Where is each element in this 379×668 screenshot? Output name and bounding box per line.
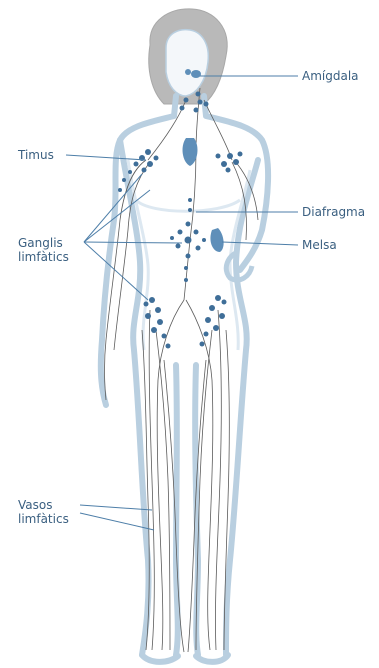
label-diafragma: Diafragma	[302, 205, 365, 219]
tonsil-left	[185, 69, 191, 75]
label-vasos-line1: Vasos	[18, 498, 69, 512]
label-ganglis-line1: Ganglis	[18, 236, 69, 250]
label-amigdala: Amígdala	[302, 69, 359, 83]
label-vasos-line2: limfàtics	[18, 512, 69, 526]
thymus	[183, 138, 198, 166]
label-melsa: Melsa	[302, 238, 337, 252]
tonsil	[191, 70, 201, 78]
spleen	[210, 228, 223, 252]
label-ganglis-line2: limfàtics	[18, 250, 69, 264]
label-ganglis-limfatics: Ganglis limfàtics	[18, 236, 69, 264]
body-outline	[101, 96, 268, 662]
label-vasos-limfatics: Vasos limfàtics	[18, 498, 69, 526]
label-timus: Timus	[18, 148, 54, 162]
